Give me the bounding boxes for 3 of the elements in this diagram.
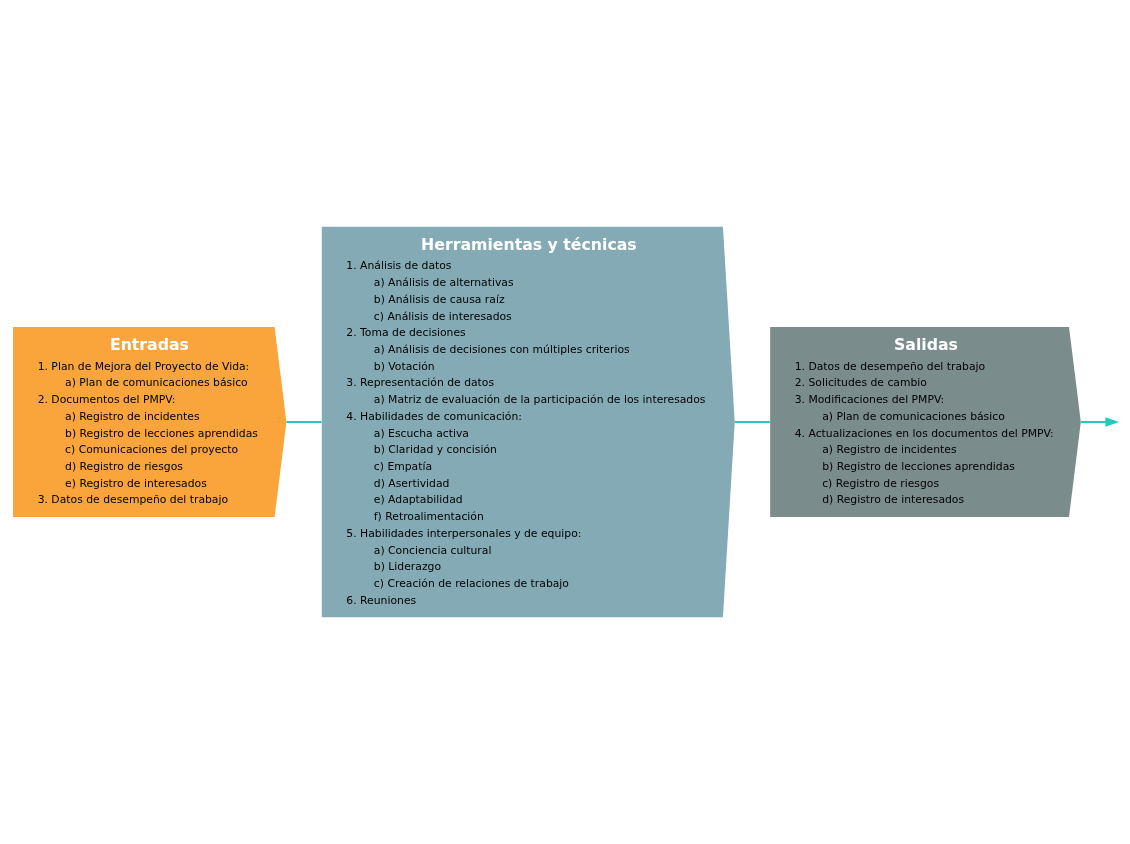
arrow [1080,417,1120,427]
connector [285,421,323,423]
connector [734,421,771,423]
